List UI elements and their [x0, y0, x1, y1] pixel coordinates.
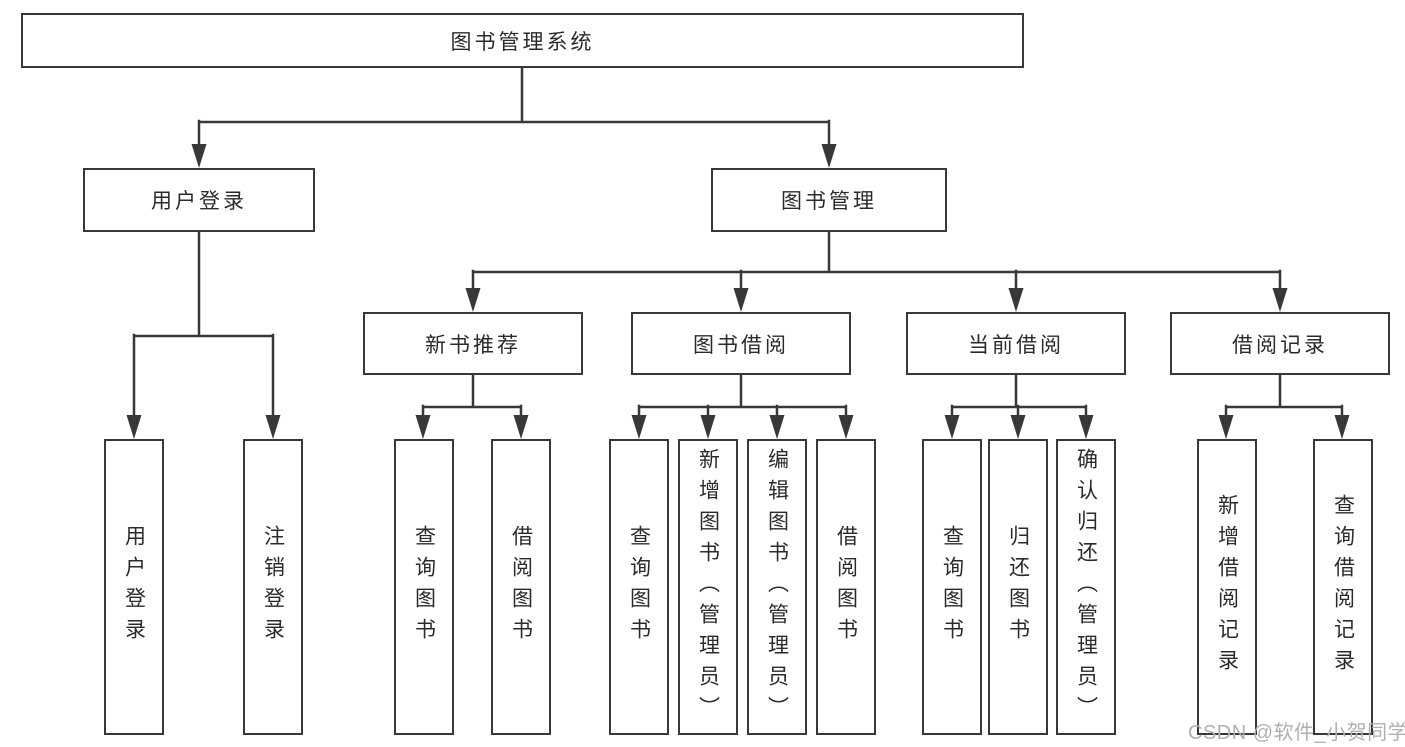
arrowhead-down-icon — [944, 415, 960, 439]
node-new-book-rec: 新书推荐 — [363, 312, 583, 375]
arrowhead-down-icon — [415, 415, 431, 439]
arrowhead-down-icon — [1078, 415, 1094, 439]
connector-new-book-rec — [415, 373, 529, 439]
arrowhead-down-icon — [126, 415, 142, 439]
connector-book-mgmt — [465, 230, 1288, 312]
leaf-nbr-borrow-book: 借阅图书 — [491, 439, 551, 735]
connector-current-borrow — [944, 373, 1094, 439]
csdn-watermark: CSDN @软件_小贺同学 — [1188, 722, 1405, 744]
leaf-br-query-record: 查询借阅记录 — [1313, 439, 1373, 735]
arrowhead-down-icon — [769, 415, 785, 439]
arrowhead-down-icon — [265, 415, 281, 439]
leaf-cb-query-book: 查询图书 — [922, 439, 982, 735]
node-book-borrow: 图书借阅 — [631, 312, 851, 375]
leaf-bb-add-book-admin: 新增图书（管理员） — [678, 439, 738, 735]
arrowhead-down-icon — [700, 415, 716, 439]
arrowhead-down-icon — [191, 144, 207, 168]
arrowhead-down-icon — [1334, 415, 1350, 439]
connector-book-borrow — [631, 373, 854, 439]
node-root-system: 图书管理系统 — [21, 13, 1024, 68]
leaf-cb-return-book: 归还图书 — [988, 439, 1048, 735]
arrowhead-down-icon — [838, 415, 854, 439]
arrowhead-down-icon — [631, 415, 647, 439]
arrowhead-down-icon — [733, 288, 749, 312]
arrowhead-down-icon — [1218, 415, 1234, 439]
leaf-bb-query-book: 查询图书 — [609, 439, 669, 735]
leaf-user-login: 用户登录 — [104, 439, 164, 735]
arrowhead-down-icon — [513, 415, 529, 439]
leaf-bb-borrow-book: 借阅图书 — [816, 439, 876, 735]
connector-root — [191, 64, 837, 168]
node-user-login: 用户登录 — [83, 168, 315, 232]
arrowhead-down-icon — [1008, 288, 1024, 312]
connector-borrow-record — [1218, 373, 1350, 439]
arrowhead-down-icon — [821, 144, 837, 168]
node-borrow-record: 借阅记录 — [1170, 312, 1390, 375]
leaf-cb-confirm-return-admin: 确认归还（管理员） — [1056, 439, 1116, 735]
leaf-bb-edit-book-admin: 编辑图书（管理员） — [747, 439, 807, 735]
leaf-nbr-query-book: 查询图书 — [394, 439, 454, 735]
node-current-borrow: 当前借阅 — [906, 312, 1126, 375]
node-book-mgmt: 图书管理 — [711, 168, 947, 232]
arrowhead-down-icon — [1272, 288, 1288, 312]
leaf-br-add-record: 新增借阅记录 — [1197, 439, 1257, 735]
connector-user-login — [126, 230, 281, 439]
leaf-logout: 注销登录 — [243, 439, 303, 735]
arrowhead-down-icon — [465, 288, 481, 312]
arrowhead-down-icon — [1010, 415, 1026, 439]
